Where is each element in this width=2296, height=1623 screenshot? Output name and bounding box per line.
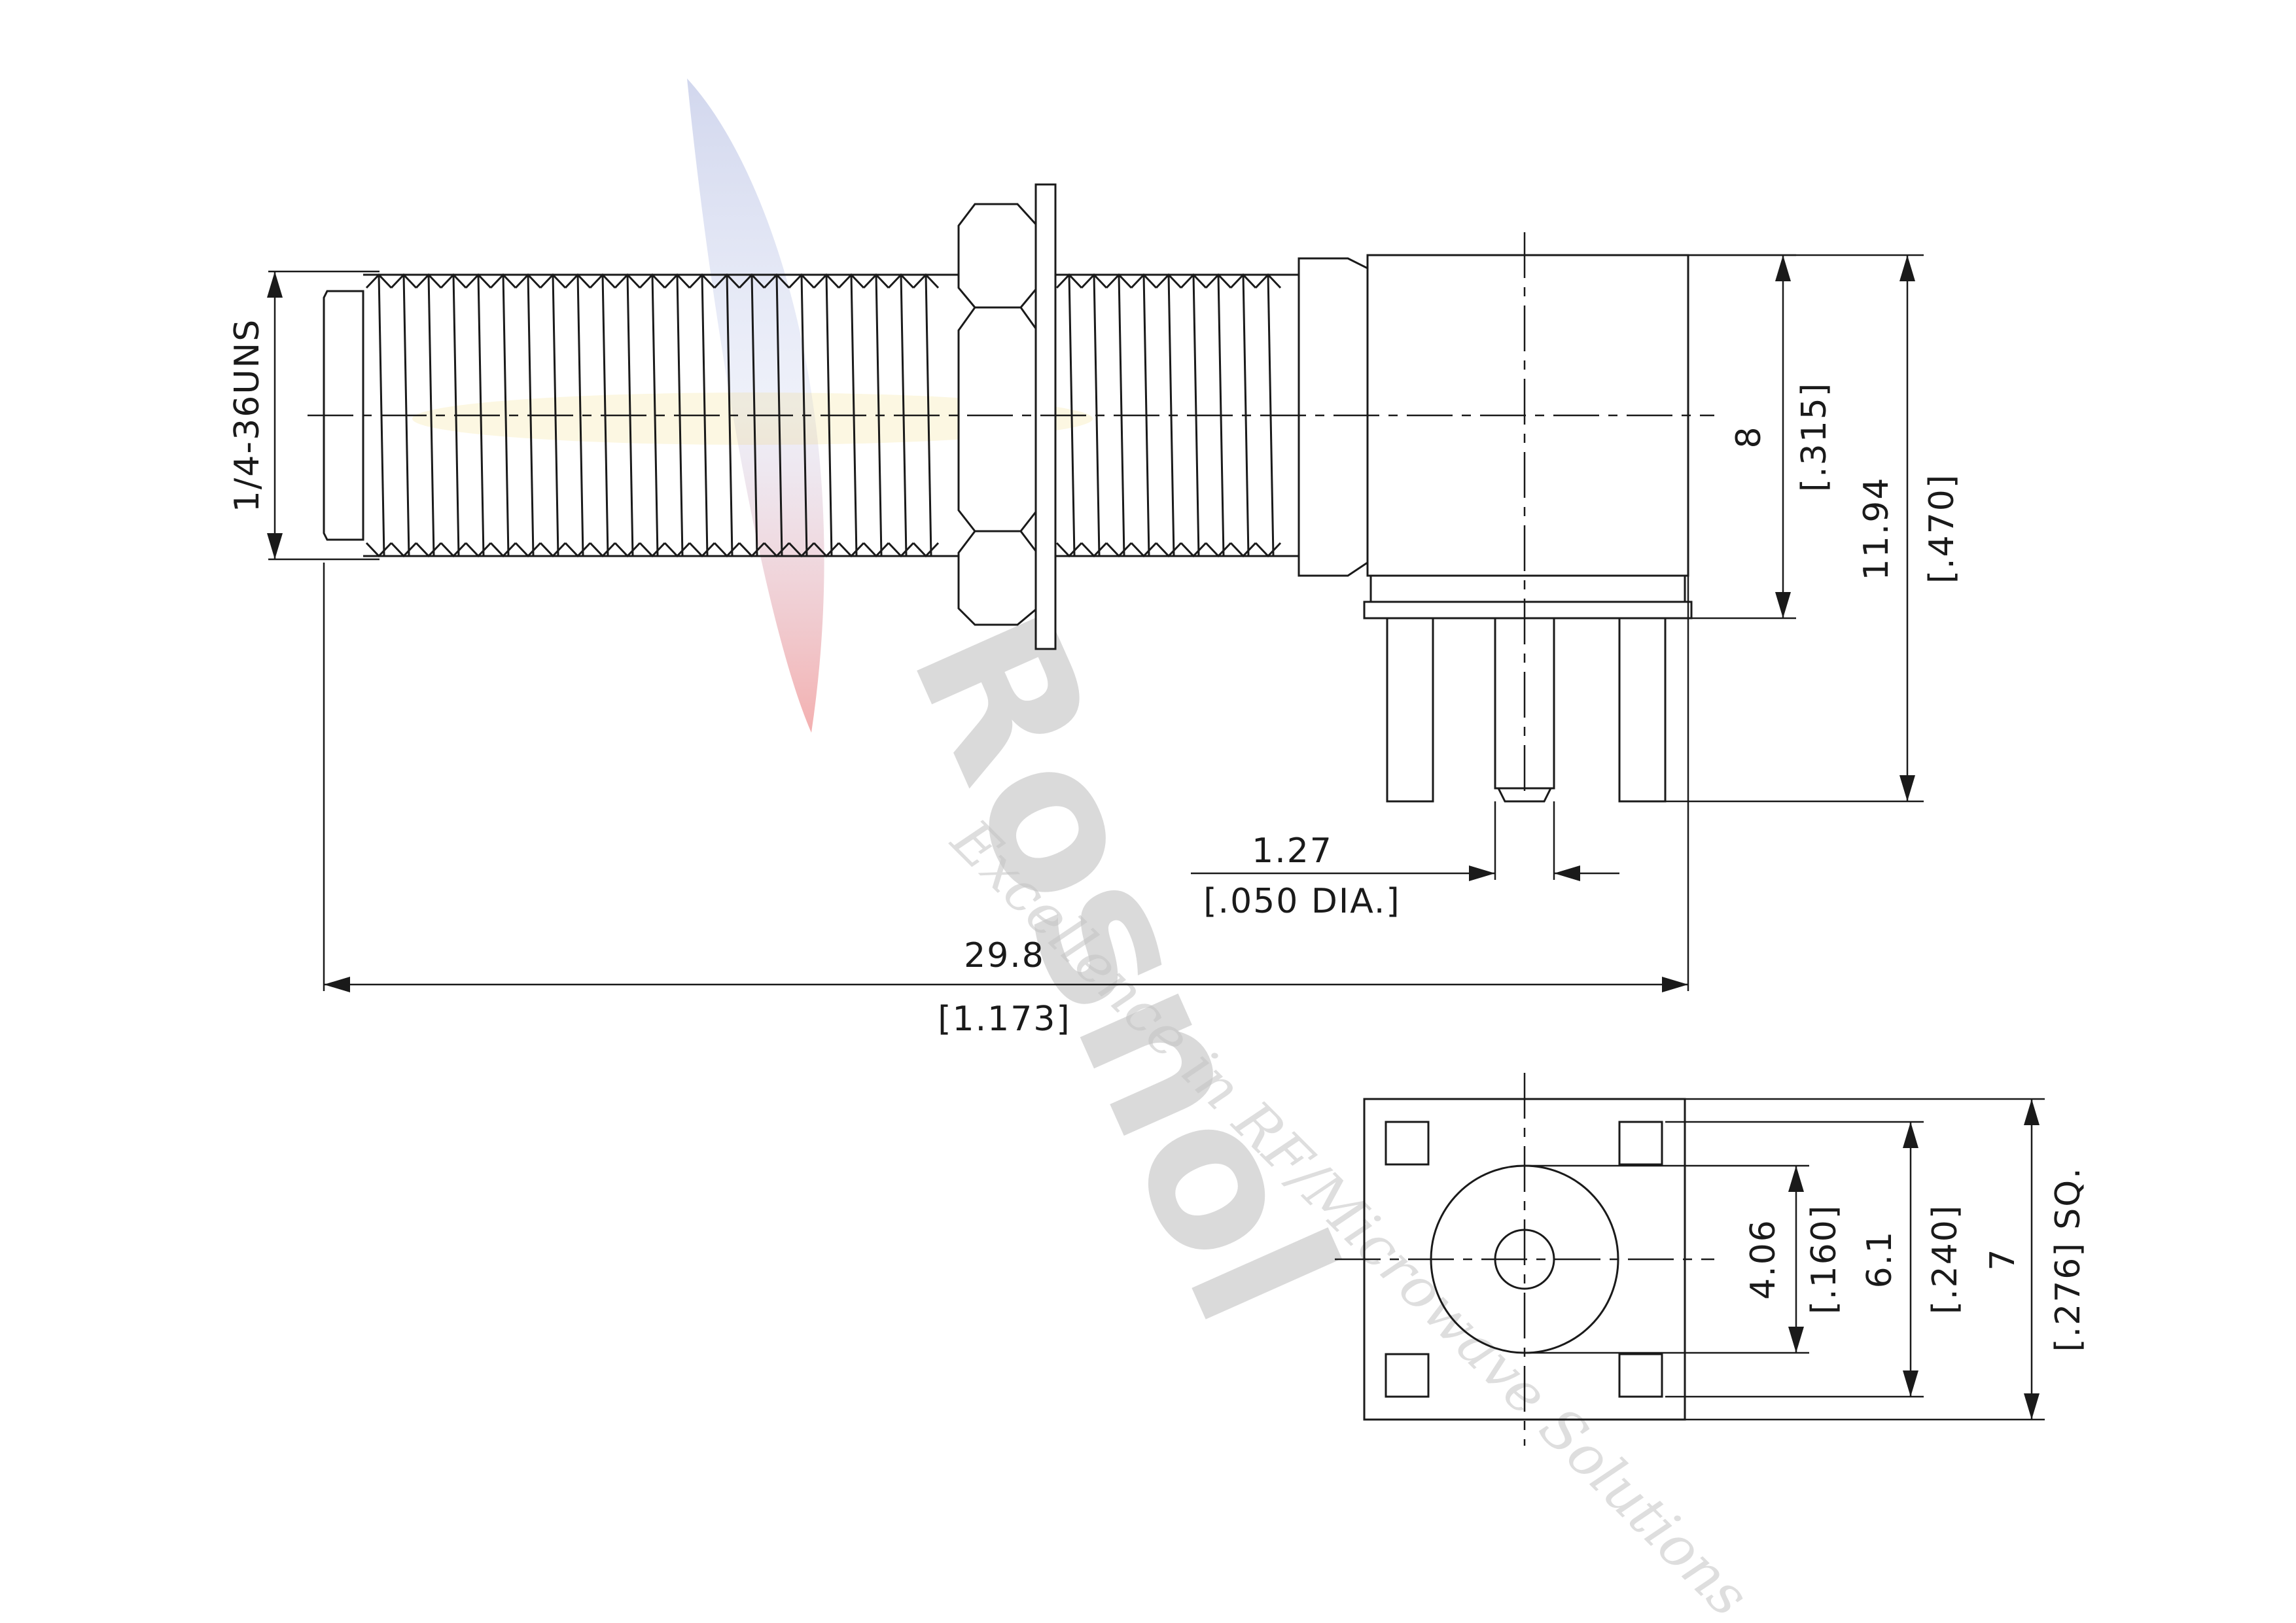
thread-crest-bottom <box>489 542 517 558</box>
thread-crest-bottom <box>1130 542 1157 558</box>
thread-crest-bottom <box>838 542 865 558</box>
pad-top-right <box>1618 1121 1663 1166</box>
thread-crest-bottom <box>862 542 890 558</box>
leg-left <box>1386 617 1434 803</box>
pin-spacing-mm: 6.1 <box>1860 1230 1899 1289</box>
thread-crest-bottom <box>1105 542 1133 558</box>
thread-crest-bottom <box>1055 542 1083 558</box>
lock-washer <box>1034 183 1057 650</box>
thread-spec-label: 1/4-36UNS <box>228 319 267 513</box>
pin-dia-mm: 1.27 <box>1252 831 1333 871</box>
circle-dia-mm: 4.06 <box>1744 1219 1783 1300</box>
thread-crest-bottom <box>589 542 616 558</box>
thread-crest-bottom <box>738 542 766 558</box>
thread-crest-bottom <box>614 542 641 558</box>
footprint-dimensions: 4.06 [.160] 6.1 [.240] 7 [.276] SQ. <box>1525 1098 2088 1421</box>
thread-crest-bottom <box>663 542 691 558</box>
overall-height-in: [.470] <box>1922 474 1962 584</box>
thread-crest-bottom <box>1254 542 1282 558</box>
thread-crest-bottom <box>688 542 716 558</box>
footprint-view <box>1335 1073 1714 1446</box>
thread-crest-bottom <box>1155 542 1182 558</box>
thread-crest-bottom <box>390 542 417 558</box>
thread-crest-bottom <box>1229 542 1257 558</box>
watermark-glow <box>412 393 1093 445</box>
overall-length-mm: 29.8 <box>964 936 1045 975</box>
thread-crest-bottom <box>514 542 542 558</box>
overall-length-in: [1.173] <box>938 1000 1070 1039</box>
thread-crest-bottom <box>564 542 592 558</box>
thread-line <box>502 274 510 557</box>
square-size-in: [.276] SQ. <box>2049 1166 2088 1352</box>
thread-crest-bottom <box>539 542 567 558</box>
pad-top-left <box>1385 1121 1430 1166</box>
thread-crest-bottom <box>440 542 467 558</box>
thread-crest-bottom <box>365 542 393 558</box>
thread-crest-bottom <box>415 542 442 558</box>
thread-crest-bottom <box>465 542 492 558</box>
thread-crest-bottom <box>788 542 815 558</box>
body-height-mm: 8 <box>1729 425 1769 448</box>
thread-line <box>427 274 435 557</box>
side-view <box>308 183 1714 803</box>
pad-bottom-right <box>1618 1353 1663 1398</box>
center-pin-tip <box>1496 787 1553 803</box>
hex-nut <box>957 203 1038 626</box>
pin-spacing-in: [.240] <box>1926 1204 1965 1314</box>
watermark-swoosh <box>687 79 824 733</box>
flange-plate <box>1363 601 1693 620</box>
collar <box>1298 257 1369 577</box>
front-lip <box>323 290 364 541</box>
square-size-mm: 7 <box>1983 1248 2022 1270</box>
thread-line <box>576 274 584 557</box>
thread-crest-bottom <box>639 542 666 558</box>
pin-dia-in: [.050 DIA.] <box>1203 882 1400 921</box>
thread-crest-bottom <box>763 542 790 558</box>
thread-crest-bottom <box>912 542 940 558</box>
thread-line <box>651 274 659 557</box>
body-height-in: [.315] <box>1795 382 1834 492</box>
watermark-tagline: Excellence in RF/Microwave Solutions <box>938 807 1761 1623</box>
pad-bottom-left <box>1385 1353 1430 1398</box>
thread-crest-bottom <box>1080 542 1108 558</box>
thread-crest-bottom <box>1205 542 1232 558</box>
leg-right <box>1618 617 1667 803</box>
thread-crest-bottom <box>813 542 840 558</box>
circle-dia-in: [.160] <box>1805 1204 1844 1314</box>
thread-crest-bottom <box>887 542 915 558</box>
side-dimensions: 1/4-36UNS 8 [.315] 11.94 [.470] 1.27 [.0… <box>228 254 1962 1039</box>
thread-crest-bottom <box>1180 542 1207 558</box>
thread-crest-bottom <box>713 542 741 558</box>
overall-height-mm: 11.94 <box>1857 477 1896 581</box>
